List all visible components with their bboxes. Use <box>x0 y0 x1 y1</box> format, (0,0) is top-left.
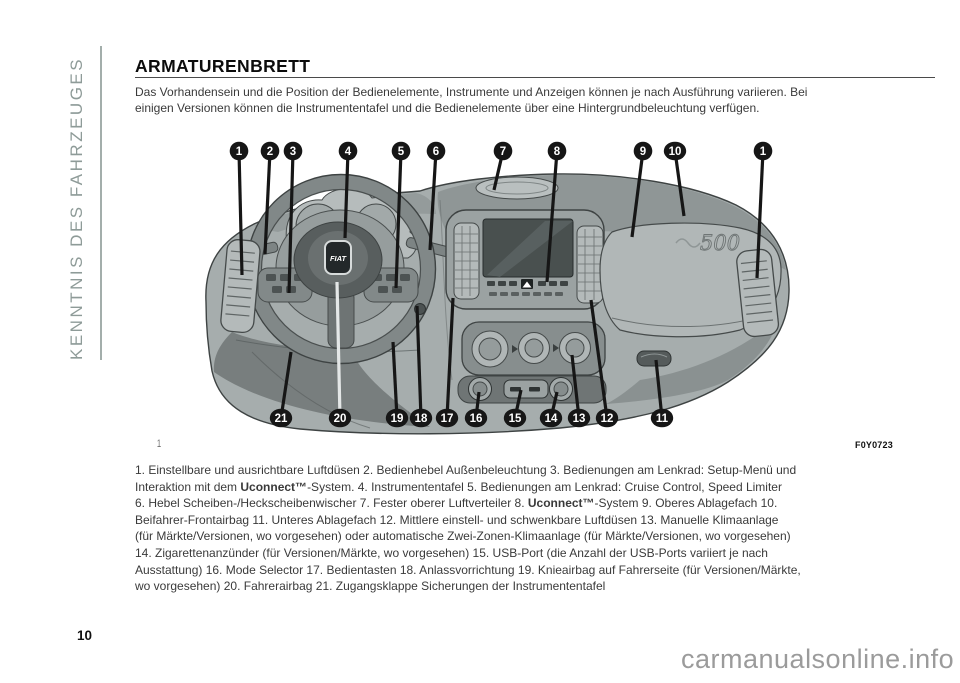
callout-4: 4 <box>338 141 358 239</box>
legend-text: 1. Einstellbare und ausrichtbare Luftdüs… <box>135 463 801 594</box>
chapter-sidebar-label: KENNTNIS DES FAHRZEUGES <box>67 56 86 360</box>
callout-7: 7 <box>492 141 513 191</box>
callout-3: 3 <box>283 141 303 294</box>
svg-text:17: 17 <box>441 413 454 425</box>
svg-text:11: 11 <box>656 413 669 425</box>
page-number: 10 <box>77 628 93 643</box>
callout-15: 15 <box>503 389 527 428</box>
svg-text:6: 6 <box>433 146 439 158</box>
svg-text:18: 18 <box>415 413 428 425</box>
svg-text:13: 13 <box>573 413 586 425</box>
callout-17: 17 <box>435 297 459 428</box>
callout-2: 2 <box>260 141 280 255</box>
callout-6: 6 <box>426 141 446 251</box>
svg-text:7: 7 <box>500 146 506 158</box>
svg-text:1: 1 <box>760 146 767 158</box>
callout-1: 1 <box>753 141 773 279</box>
callout-10: 10 <box>663 141 687 217</box>
svg-text:16: 16 <box>470 413 483 425</box>
svg-text:10: 10 <box>669 146 682 158</box>
callout-21: 21 <box>269 351 293 428</box>
dash-500-logo: 500 <box>700 231 740 255</box>
page-title: ARMATURENBRETT <box>135 56 311 76</box>
svg-text:20: 20 <box>334 413 347 425</box>
callout-18: 18 <box>409 305 433 428</box>
svg-text:1: 1 <box>236 146 243 158</box>
callout-11: 11 <box>650 359 674 428</box>
svg-text:14: 14 <box>545 413 558 425</box>
figure-number: 1 <box>156 438 162 450</box>
steering-wheel-badge: FIAT <box>330 254 348 263</box>
svg-text:3: 3 <box>290 146 296 158</box>
title-underline <box>135 77 935 78</box>
callout-12: 12 <box>589 299 619 428</box>
callout-9: 9 <box>630 141 653 238</box>
svg-text:12: 12 <box>601 413 614 425</box>
intro-paragraph: Das Vorhandensein und die Position der B… <box>135 85 808 115</box>
callout-1: 1 <box>229 141 249 276</box>
svg-text:2: 2 <box>267 146 273 158</box>
figure-code: F0Y0723 <box>855 440 893 450</box>
svg-text:19: 19 <box>391 413 404 425</box>
callout-13: 13 <box>567 354 591 428</box>
svg-text:8: 8 <box>554 146 561 158</box>
svg-text:5: 5 <box>398 146 405 158</box>
callout-20: 20 <box>328 281 352 428</box>
dashboard-illustration: FIAT <box>205 141 790 435</box>
svg-text:4: 4 <box>345 146 352 158</box>
svg-text:21: 21 <box>275 413 288 425</box>
watermark: carmanualsonline.info <box>681 644 955 674</box>
callout-8: 8 <box>545 141 567 283</box>
sidebar-rule <box>100 46 102 360</box>
callout-14: 14 <box>539 391 563 428</box>
callout-19: 19 <box>385 341 409 428</box>
svg-text:9: 9 <box>640 146 646 158</box>
svg-text:15: 15 <box>509 413 522 425</box>
callout-5: 5 <box>391 141 411 289</box>
callout-16: 16 <box>464 391 488 428</box>
